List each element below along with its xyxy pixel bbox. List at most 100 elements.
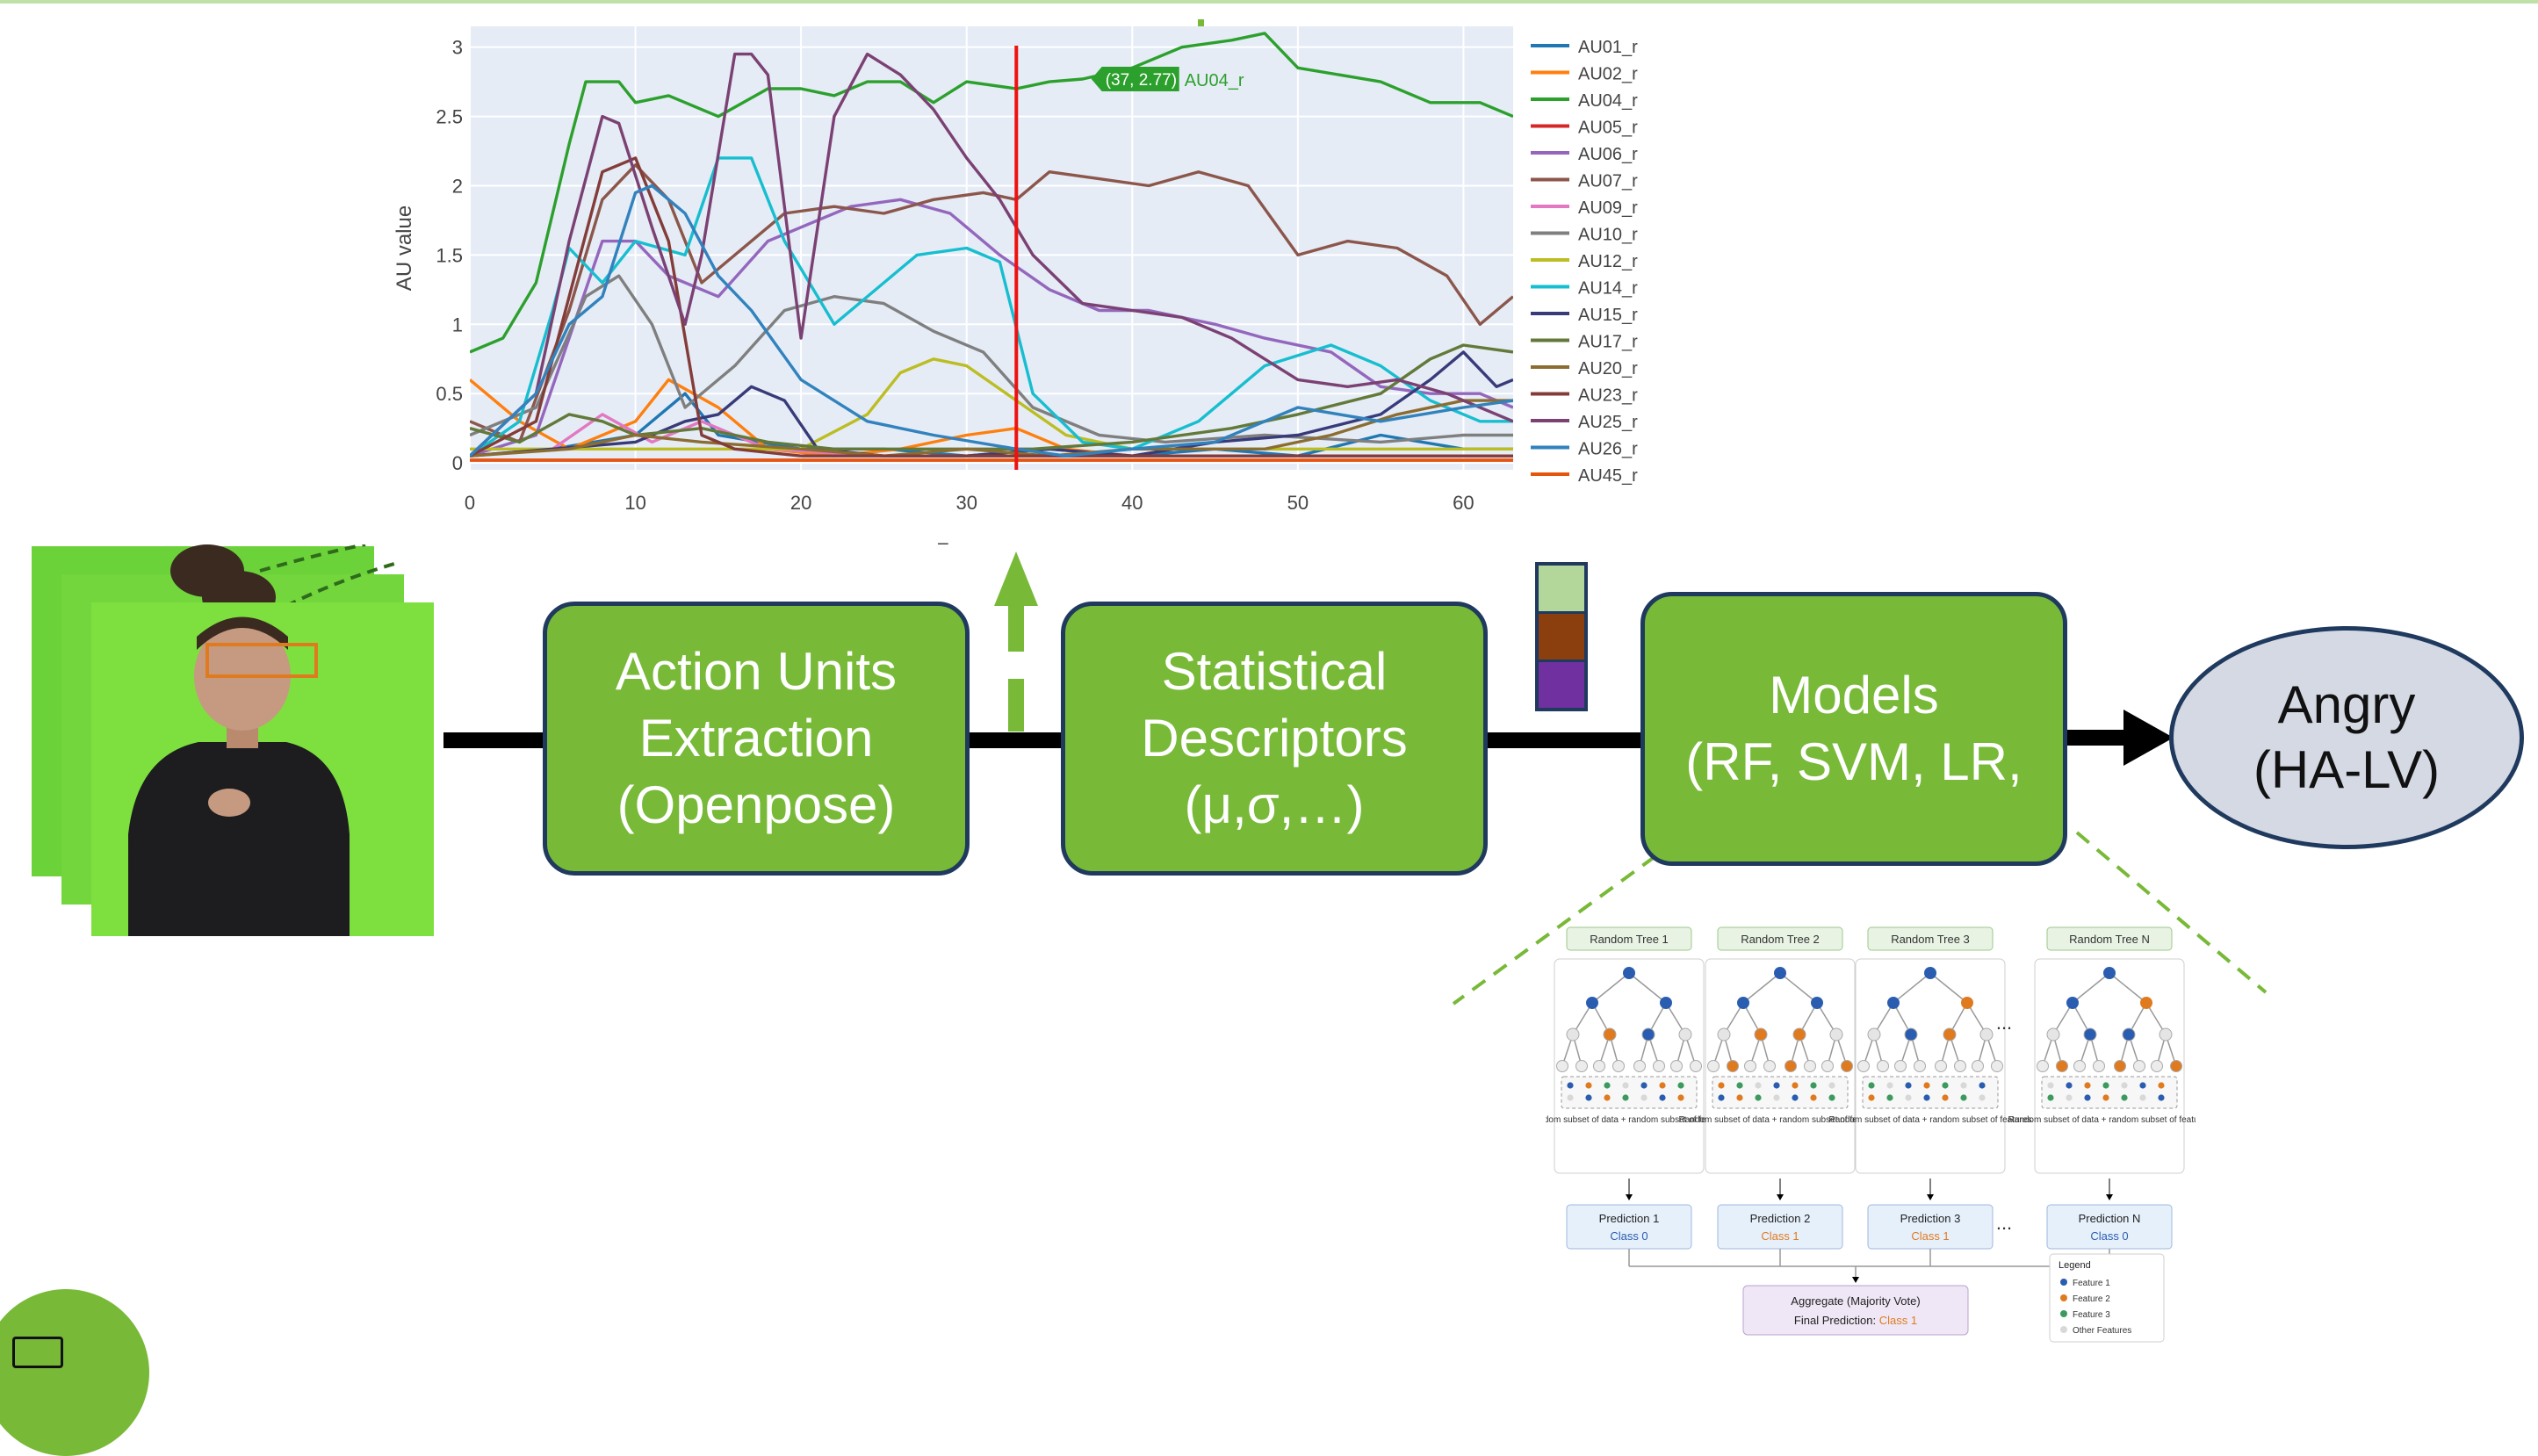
tree-title-box xyxy=(1717,926,1843,951)
series-line-AU10_r xyxy=(470,274,1513,444)
x-tick-label: 20 xyxy=(790,492,811,514)
hover-series: AU04_r xyxy=(1185,71,1244,90)
hover-value: (37, 2.77) xyxy=(1106,71,1177,90)
stage3-line1: Models xyxy=(1769,666,1939,724)
series-line-AU14_r xyxy=(470,156,1513,458)
subset-dot xyxy=(1868,1082,1875,1089)
subset-dot xyxy=(1736,1094,1743,1101)
subset-dot xyxy=(1736,1082,1743,1089)
subset-dot xyxy=(1585,1082,1592,1089)
subset-box xyxy=(1561,1076,1698,1109)
tree-frame xyxy=(1855,958,2006,1174)
signer-figure xyxy=(128,616,350,936)
tree-node xyxy=(1924,967,1936,979)
tree-title: Random Tree 1 xyxy=(1590,933,1669,946)
subset-dot xyxy=(2102,1094,2109,1101)
subset-dot xyxy=(1923,1082,1930,1089)
subset-dot xyxy=(1585,1094,1592,1101)
rf-legend-title: Legend xyxy=(2059,1260,2091,1271)
subset-dot xyxy=(1960,1082,1967,1089)
output-line2: (HA-LV) xyxy=(2253,740,2441,799)
tree-leaf xyxy=(1556,1060,1568,1072)
tree-arrowhead xyxy=(2106,1194,2113,1200)
subset-dot xyxy=(2121,1094,2128,1101)
tree-node xyxy=(1623,967,1635,979)
subset-dot xyxy=(2084,1082,2091,1089)
tree-node xyxy=(1660,997,1672,1009)
zoom-line-right xyxy=(2075,831,2268,994)
aggregate-arrowhead xyxy=(1852,1277,1859,1283)
subset-dot xyxy=(1792,1082,1799,1089)
rf-legend-box xyxy=(2049,1253,2165,1343)
prediction-class: Class 1 xyxy=(1911,1229,1949,1243)
tree-leaf xyxy=(2056,1060,2068,1072)
chart-legend: AU01_rAU02_rAU04_rAU05_rAU06_rAU07_rAU09… xyxy=(1531,38,1638,486)
tree-leaf xyxy=(1785,1060,1797,1072)
stage2-line1: Statistical xyxy=(1161,642,1388,701)
tree-edge xyxy=(1628,972,1667,1004)
subset-caption: Random subset of data + random subset of… xyxy=(2008,1115,2196,1125)
tree-node xyxy=(1867,1027,1881,1042)
tree-leaf xyxy=(1670,1060,1683,1072)
series-line-AU26_r xyxy=(470,184,1513,458)
output-emotion-node: Angry (HA-LV) xyxy=(2169,626,2524,849)
stage1-line1: Action Units xyxy=(615,642,898,701)
rf-legend-label: Feature 3 xyxy=(2073,1310,2110,1320)
tree-node xyxy=(1829,1027,1843,1042)
x-tick-label: 40 xyxy=(1121,492,1143,514)
series-line-AU20_r xyxy=(470,399,1513,458)
stage-action-units-extraction: Action Units Extraction (Openpose) xyxy=(543,602,970,876)
x-tick-label: 10 xyxy=(624,492,645,514)
x-tick-label: 60 xyxy=(1453,492,1474,514)
tree-leaf xyxy=(2037,1060,2049,1072)
tree-leaf xyxy=(1857,1060,1870,1072)
stage2-line3: (μ,σ,…) xyxy=(1184,775,1365,834)
aggregate-box xyxy=(1742,1285,1969,1336)
series-line-AU25_r xyxy=(470,52,1513,458)
subset-dot xyxy=(2066,1082,2073,1089)
subset-dot xyxy=(2047,1082,2054,1089)
tree-leaf xyxy=(1954,1060,1966,1072)
prediction-label: Prediction 1 xyxy=(1599,1212,1660,1225)
subset-dot xyxy=(1942,1094,1949,1101)
tree-node xyxy=(1774,967,1786,979)
subset-dot xyxy=(1604,1094,1611,1101)
tree-node xyxy=(2046,1027,2060,1042)
tree-leaf xyxy=(1707,1060,1720,1072)
tree-title-box xyxy=(2046,926,2173,951)
subset-dot xyxy=(2084,1094,2091,1101)
tree-leaf xyxy=(1727,1060,1739,1072)
tree-leaf xyxy=(1744,1060,1756,1072)
random-forest-diagram: Random Tree 1 Random subset of data + ran… xyxy=(1546,926,2196,1343)
tree-arrowhead xyxy=(1777,1194,1784,1200)
legend-label-AU14_r: AU14_r xyxy=(1578,279,1638,299)
subset-dot xyxy=(1979,1082,1986,1089)
x-tick-label: 30 xyxy=(955,492,977,514)
subset-dot xyxy=(1942,1082,1949,1089)
subset-dot xyxy=(1960,1094,1967,1101)
subset-dot xyxy=(1905,1094,1912,1101)
tree-leaf xyxy=(1991,1060,2003,1072)
subset-dot xyxy=(1828,1082,1835,1089)
tree-frame xyxy=(1554,958,1705,1174)
subset-dot xyxy=(1718,1094,1725,1101)
tree-frame xyxy=(2034,958,2185,1174)
subset-dot xyxy=(2121,1082,2128,1089)
tree-title: Random Tree 2 xyxy=(1741,933,1820,946)
y-tick-label: 0.5 xyxy=(436,383,463,405)
tree-edge xyxy=(1929,972,1968,1004)
tree-edge xyxy=(1779,972,1818,1004)
subset-dot xyxy=(1567,1082,1574,1089)
tree-node xyxy=(1943,1027,1957,1042)
subset-dot xyxy=(1828,1094,1835,1101)
tree-edge xyxy=(1893,972,1931,1004)
zoom-line-left xyxy=(1452,854,1657,1006)
subset-dot xyxy=(1659,1094,1666,1101)
ellipsis: ... xyxy=(1996,1212,2012,1234)
tree-leaf xyxy=(2133,1060,2145,1072)
y-axis-label: AU value xyxy=(393,205,416,291)
subset-dot xyxy=(1622,1082,1629,1089)
tree-node xyxy=(1754,1027,1768,1042)
